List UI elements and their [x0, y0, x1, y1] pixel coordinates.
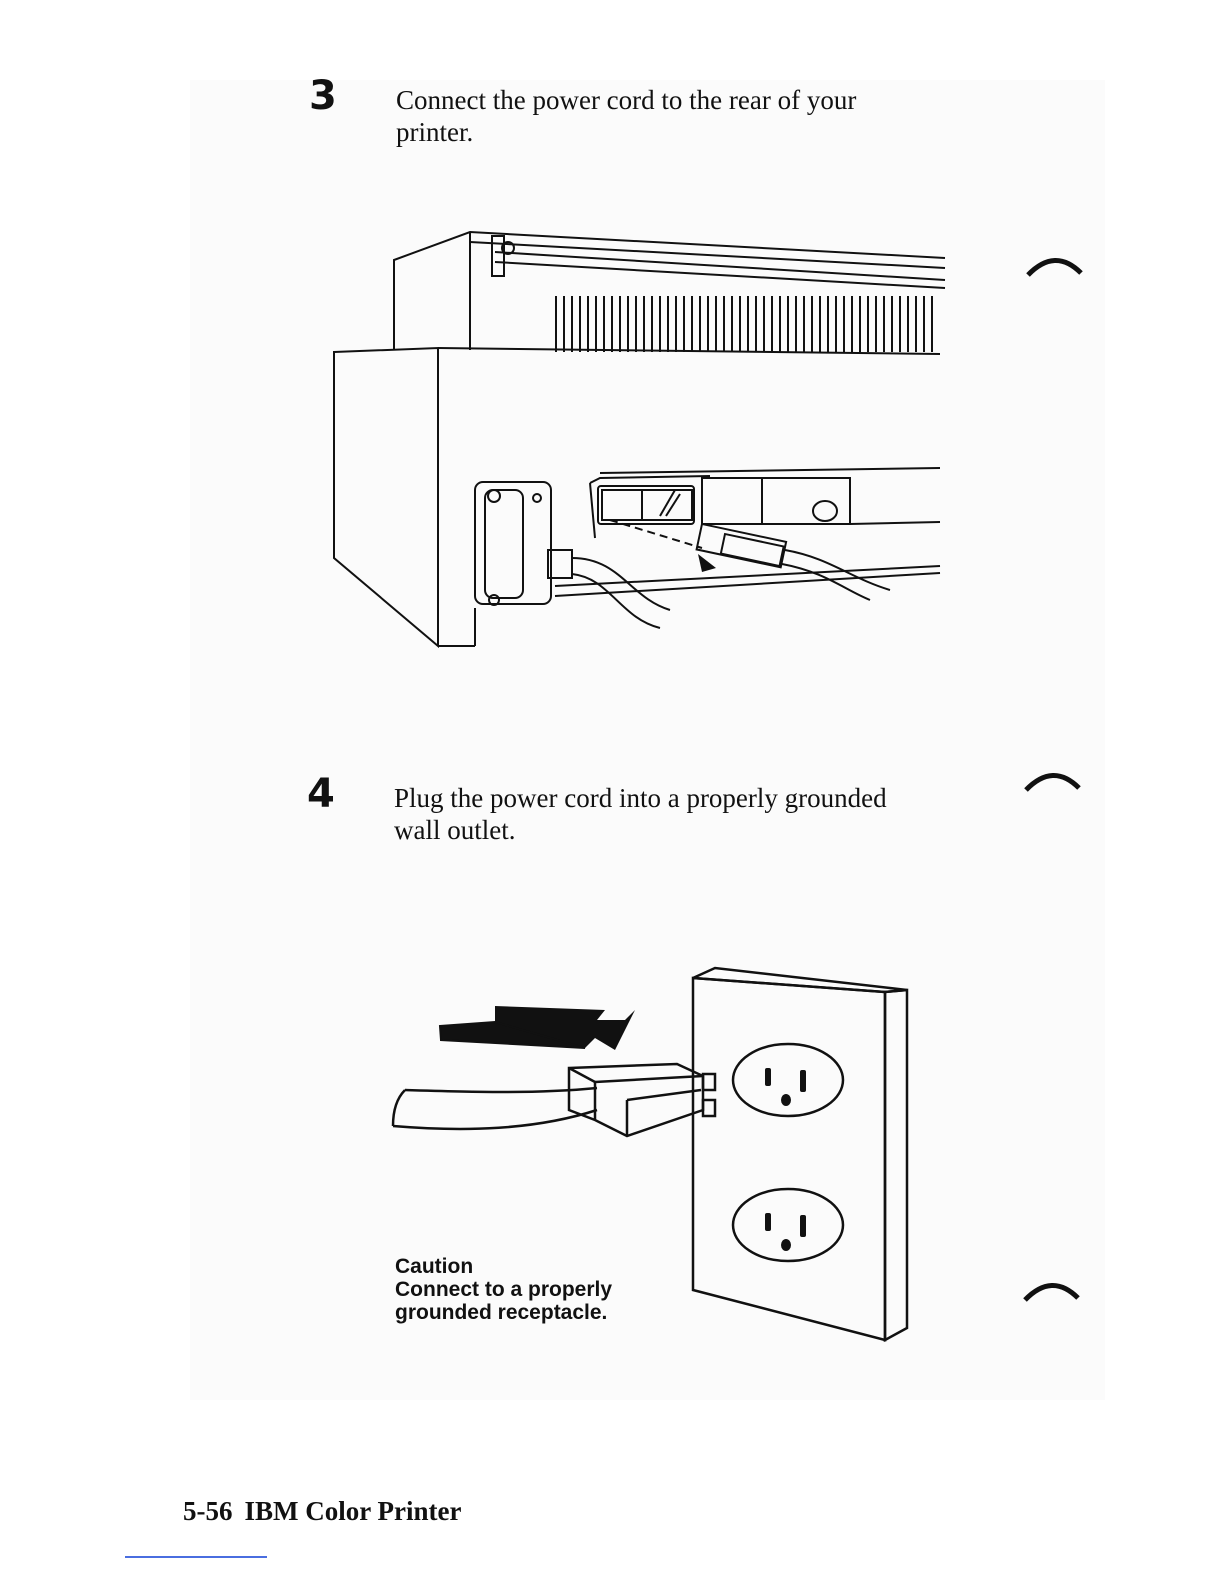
document-title: IBM Color Printer — [245, 1496, 462, 1526]
step-3-instruction: Connect the power cord to the rear of yo… — [396, 84, 976, 148]
step-3-line-1: Connect the power cord to the rear of yo… — [396, 84, 976, 116]
step-number-3: 3 — [309, 76, 337, 116]
margin-tab-mark-2 — [1023, 770, 1083, 795]
link-underline — [125, 1556, 267, 1558]
caution-title: Caution — [395, 1255, 612, 1278]
printer-rear-illustration — [330, 228, 950, 653]
step-4-line-1: Plug the power cord into a properly grou… — [394, 782, 974, 814]
margin-tab-mark-1 — [1025, 255, 1085, 280]
caution-line-2: grounded receptacle. — [395, 1301, 612, 1324]
margin-tab-mark-3 — [1022, 1280, 1082, 1305]
page-number: 5-56 — [183, 1496, 233, 1526]
step-4-line-2: wall outlet. — [394, 814, 974, 846]
caution-line-1: Connect to a properly — [395, 1278, 612, 1301]
page-footer: 5-56 IBM Color Printer — [183, 1496, 461, 1527]
step-4-instruction: Plug the power cord into a properly grou… — [394, 782, 974, 846]
step-3-line-2: printer. — [396, 116, 976, 148]
caution-note: Caution Connect to a properly grounded r… — [395, 1255, 612, 1324]
step-number-4: 4 — [307, 774, 335, 814]
